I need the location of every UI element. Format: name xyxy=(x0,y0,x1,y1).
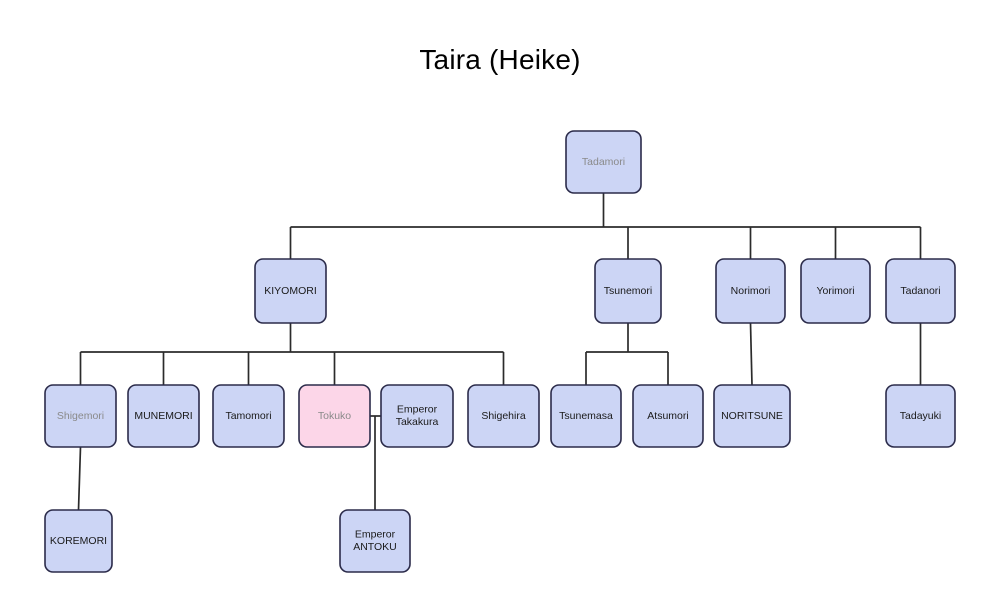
node-box-tamomori[interactable] xyxy=(212,384,285,448)
node-box-antoku[interactable] xyxy=(339,509,411,573)
node-label-antoku: ANTOKU xyxy=(353,541,397,553)
node-label-tsunemori: Tsunemori xyxy=(604,285,652,297)
node-box-shigehira[interactable] xyxy=(467,384,540,448)
node-box-tsunemasa[interactable] xyxy=(550,384,622,448)
node-label-tadayuki: Tadayuki xyxy=(900,410,941,422)
node-box-tsunemori[interactable] xyxy=(594,258,662,324)
tree-node-norimori[interactable]: Norimori xyxy=(715,258,786,324)
node-label-tokuko: Tokuko xyxy=(318,410,351,422)
connector-layer xyxy=(77,193,922,511)
tree-node-tokuko[interactable]: Tokuko xyxy=(298,384,371,448)
tree-node-shigehira[interactable]: Shigehira xyxy=(467,384,540,448)
node-box-munemori[interactable] xyxy=(127,384,200,448)
node-label-shigehira: Shigehira xyxy=(481,410,526,422)
node-box-noritsune[interactable] xyxy=(713,384,791,448)
node-label-tsunemasa: Tsunemasa xyxy=(559,410,613,422)
tree-node-kiyomori[interactable]: KIYOMORI xyxy=(254,258,327,324)
node-label-kiyomori: KIYOMORI xyxy=(264,285,317,297)
tree-node-tadanori[interactable]: Tadanori xyxy=(885,258,956,324)
tree-node-tadayuki[interactable]: Tadayuki xyxy=(885,384,956,448)
tree-node-shigemori[interactable]: Shigemori xyxy=(44,384,117,448)
node-box-kiyomori[interactable] xyxy=(254,258,327,324)
tree-node-noritsune[interactable]: NORITSUNE xyxy=(713,384,791,448)
node-label-shigemori: Shigemori xyxy=(57,410,104,422)
connector-norimori-noritsune xyxy=(749,322,753,386)
node-box-tadanori[interactable] xyxy=(885,258,956,324)
node-label-antoku: Emperor xyxy=(355,529,396,541)
node-label-tadamori: Tadamori xyxy=(582,156,625,168)
node-box-shigemori[interactable] xyxy=(44,384,117,448)
tree-node-tamomori[interactable]: Tamomori xyxy=(212,384,285,448)
tree-node-tsunemasa[interactable]: Tsunemasa xyxy=(550,384,622,448)
node-box-norimori[interactable] xyxy=(715,258,786,324)
tree-node-koremori[interactable]: KOREMORI xyxy=(44,509,113,573)
node-box-tadamori[interactable] xyxy=(565,130,642,194)
node-box-koremori[interactable] xyxy=(44,509,113,573)
node-box-takakura[interactable] xyxy=(380,384,454,448)
node-label-munemori: MUNEMORI xyxy=(134,410,192,422)
tree-node-atsumori[interactable]: Atsumori xyxy=(632,384,704,448)
node-label-norimori: Norimori xyxy=(731,285,771,297)
page-title: Taira (Heike) xyxy=(419,44,581,75)
tree-node-tadamori[interactable]: Tadamori xyxy=(565,130,642,194)
node-label-atsumori: Atsumori xyxy=(647,410,688,422)
node-label-yorimori: Yorimori xyxy=(816,285,854,297)
node-label-tamomori: Tamomori xyxy=(225,410,271,422)
node-label-noritsune: NORITSUNE xyxy=(721,410,783,422)
tree-node-tsunemori[interactable]: Tsunemori xyxy=(594,258,662,324)
node-box-yorimori[interactable] xyxy=(800,258,871,324)
tree-node-yorimori[interactable]: Yorimori xyxy=(800,258,871,324)
node-label-takakura: Takakura xyxy=(396,416,439,428)
tree-node-munemori[interactable]: MUNEMORI xyxy=(127,384,200,448)
node-box-tadayuki[interactable] xyxy=(885,384,956,448)
node-label-tadanori: Tadanori xyxy=(900,285,940,297)
node-label-koremori: KOREMORI xyxy=(50,535,107,547)
node-box-atsumori[interactable] xyxy=(632,384,704,448)
node-box-tokuko[interactable] xyxy=(298,384,371,448)
connector-shigemori-koremori xyxy=(77,446,82,511)
node-label-takakura: Emperor xyxy=(397,404,438,416)
